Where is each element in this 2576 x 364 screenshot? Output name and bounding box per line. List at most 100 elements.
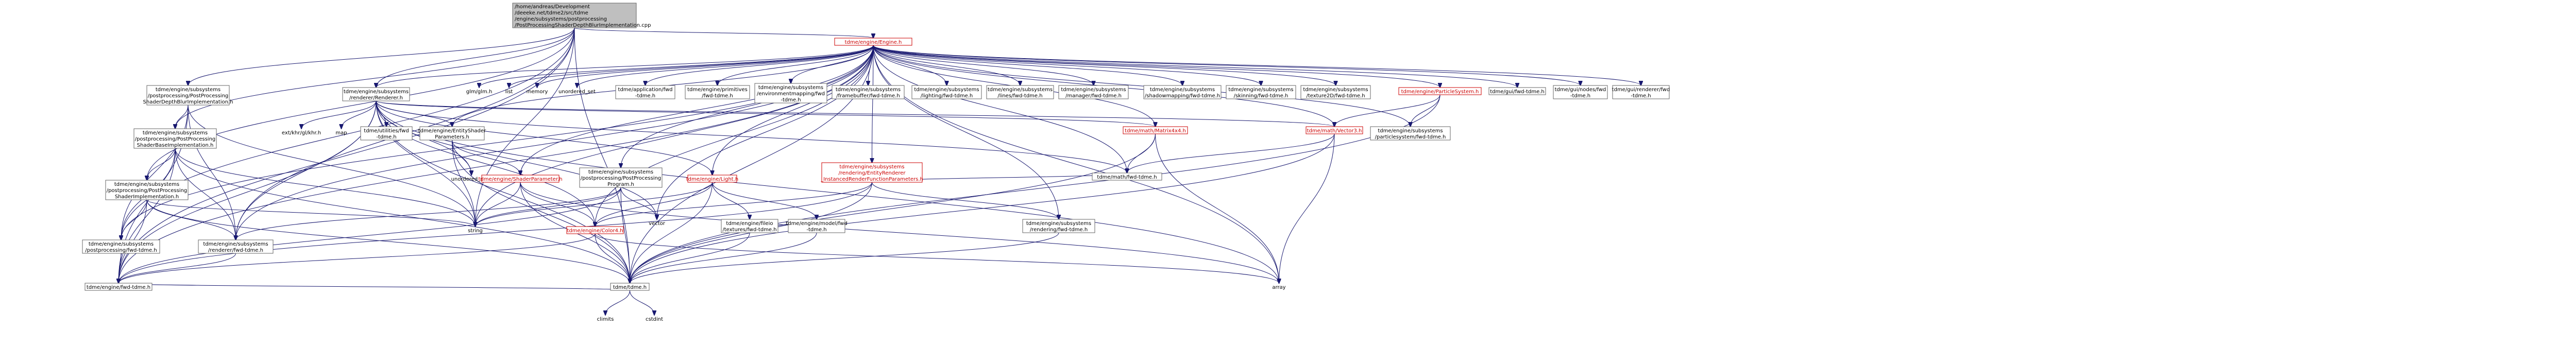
node-box [146,85,230,106]
node-utilfwd[interactable]: tdme/utilities/fwd-tdme.h [360,126,413,141]
edge-ppsbi-to-string [175,148,476,227]
node-vec3[interactable]: tdme/math/Vector3.h [1306,126,1363,134]
node-map: map [335,130,347,136]
edge-engine-to-shparam [520,45,874,175]
edge-ppsi-to-string [146,199,476,227]
node-label-line: /renderer/fwd-tdme.h [208,248,263,253]
node-label-line: ShaderDepthBlurImplementation.h [143,99,233,105]
node-tdme[interactable]: tdme/tdme.h [610,283,650,291]
node-box [1058,85,1129,99]
node-texfwd2[interactable]: tdme/engine/fileio/textures/fwd-tdme.h [721,219,778,233]
node-label-line: tdme/engine/subsystems [758,85,823,91]
node-label-line: tdme/gui/fwd-tdme.h [1490,89,1545,95]
node-linesfwd[interactable]: tdme/engine/subsystems/lines/fwd-tdme.h [986,85,1054,99]
edge-engine-to-list [509,45,874,88]
node-skinfwd[interactable]: tdme/engine/subsystems/skinning/fwd-tdme… [1226,85,1296,99]
node-color4[interactable]: tdme/engine/Color4.h [566,226,624,234]
node-primfwd[interactable]: tdme/engine/primitives/fwd-tdme.h [685,85,750,99]
node-label-line: /engine/subsystems/postprocessing [515,16,607,22]
node-mat44[interactable]: tdme/math/Matrix4x4.h [1123,126,1188,134]
node-label-line: tdme/math/fwd-tdme.h [1097,175,1157,180]
edge-ppprog-to-tdme [620,187,630,283]
node-glm: glm/glm.h [466,89,493,95]
node-box [1398,87,1482,95]
node-label-line: tdme/engine/Light.h [686,177,738,182]
node-label-line: tdme/engine/subsystems [588,169,653,175]
node-smfwd[interactable]: tdme/engine/subsystems/shadowmapping/fwd… [1143,85,1222,99]
edge-esp-to-shparam [452,140,521,175]
node-appfwd[interactable]: tdme/application/fwd-tdme.h [615,85,675,99]
node-rendrfwd[interactable]: tdme/engine/subsystems/rendering/fwd-tdm… [1022,219,1095,233]
edge-ppsdbi-to-ppsbi [175,105,189,129]
node-box [1553,85,1608,99]
edge-vec3-to-mathfwd [1127,133,1335,173]
edge-engine-to-renderer [376,45,874,88]
node-guifwd[interactable]: tdme/gui/fwd-tdme.h [1488,87,1546,95]
node-modelfwd[interactable]: tdme/engine/model/fwd-tdme.h [786,219,848,233]
node-label-line: /manager/fwd-tdme.h [1065,93,1122,99]
edge-ppsi-to-rendfwd [146,199,236,240]
node-cstdint: cstdint [646,317,663,322]
node-renderer[interactable]: tdme/engine/subsystems/renderer/Renderer… [342,87,410,101]
edge-renderer-to-vec3 [376,100,1334,127]
node-box [615,85,675,99]
edge-rendrfwd-to-tdme [630,232,1059,283]
node-box [360,126,413,141]
node-engine[interactable]: tdme/engine/Engine.h [834,38,912,46]
edge-engine-to-color4 [595,45,874,227]
edge-engine-to-rendfwd [236,45,874,240]
node-box [419,126,485,141]
node-label-line: tdme/gui/renderer/fwd [1612,87,1670,93]
node-engfwd[interactable]: tdme/engine/fwd-tdme.h [84,283,152,291]
node-vector: vector [649,221,666,227]
edge-root-to-engine [574,27,873,38]
node-guirendfwd[interactable]: tdme/gui/renderer/fwd-tdme.h [1612,85,1670,99]
node-psys[interactable]: tdme/engine/ParticleSystem.h [1398,87,1482,95]
edge-esp-to-string [452,140,476,227]
node-shparam[interactable]: tdme/engine/ShaderParameter.h [478,175,563,183]
edge-light-to-texfwd2 [712,182,750,219]
node-label-line: tdme/engine/subsystems [203,241,268,247]
node-light[interactable]: tdme/engine/Light.h [686,175,738,183]
edge-light-to-string [476,182,713,227]
node-erifp[interactable]: tdme/engine/subsystems/rendering/EntityR… [820,162,923,183]
node-mathfwd[interactable]: tdme/math/fwd-tdme.h [1092,172,1162,181]
node-ppsdbi[interactable]: tdme/engine/subsystems/postprocessing/Po… [143,85,233,106]
node-rendfwd[interactable]: tdme/engine/subsystems/renderer/fwd-tdme… [198,239,274,254]
node-label-line: tdme/engine/EntityShader [418,128,487,134]
edge-engine-to-psfwd [873,45,1411,127]
node-root[interactable]: /home/andreas/Development/deeeke.net/tdm… [512,3,651,28]
edge-psys-to-vec3 [1334,94,1440,127]
node-label-line: Program.h [607,182,634,187]
edge-light-to-color4 [595,182,713,227]
node-ppsi[interactable]: tdme/engine/subsystems/postprocessing/Po… [105,180,189,200]
node-box [788,219,845,233]
node-box [82,239,160,254]
node-label-line: tdme/utilities/fwd [364,128,409,134]
node-fbfwd[interactable]: tdme/engine/subsystems/framebuffer/fwd-t… [832,85,905,99]
node-label-line: glm/glm.h [466,89,493,95]
node-box [687,175,737,183]
node-box [566,226,624,234]
node-label-line: /rendering/EntityRenderer [838,170,906,176]
node-mgrfwd[interactable]: tdme/engine/subsystems/manager/fwd-tdme.… [1058,85,1129,99]
node-envfwd[interactable]: tdme/engine/subsystems/environmentmappin… [754,83,827,103]
node-ppprog[interactable]: tdme/engine/subsystems/postprocessing/Po… [579,167,663,188]
node-nodesfwd[interactable]: tdme/gui/nodes/fwd-tdme.h [1553,85,1608,99]
edge-engine-to-psys [873,45,1440,88]
node-label-line: /framebuffer/fwd-tdme.h [836,93,900,99]
edge-engine-to-nodesfwd [873,45,1581,85]
node-label-line: tdme/tdme.h [613,285,647,290]
node-label-line: /postprocessing/PostProcessing [135,136,216,142]
node-label-line: list [505,89,513,95]
edge-ppprog-to-rendfwd [236,187,621,240]
node-box [911,85,982,99]
node-texfwd[interactable]: tdme/engine/subsystems/texture2D/fwd-tdm… [1300,85,1371,99]
node-box [342,87,410,101]
node-ppsbi[interactable]: tdme/engine/subsystems/postprocessing/Po… [133,128,217,149]
node-psfwd[interactable]: tdme/engine/subsystems/particlesystem/fw… [1370,126,1451,141]
node-ppfwd[interactable]: tdme/engine/subsystems/postprocessing/fw… [82,239,160,254]
node-lightfwd[interactable]: tdme/engine/subsystems/lighting/fwd-tdme… [911,85,982,99]
node-label-line: /postprocessing/PostProcessing [107,188,188,194]
